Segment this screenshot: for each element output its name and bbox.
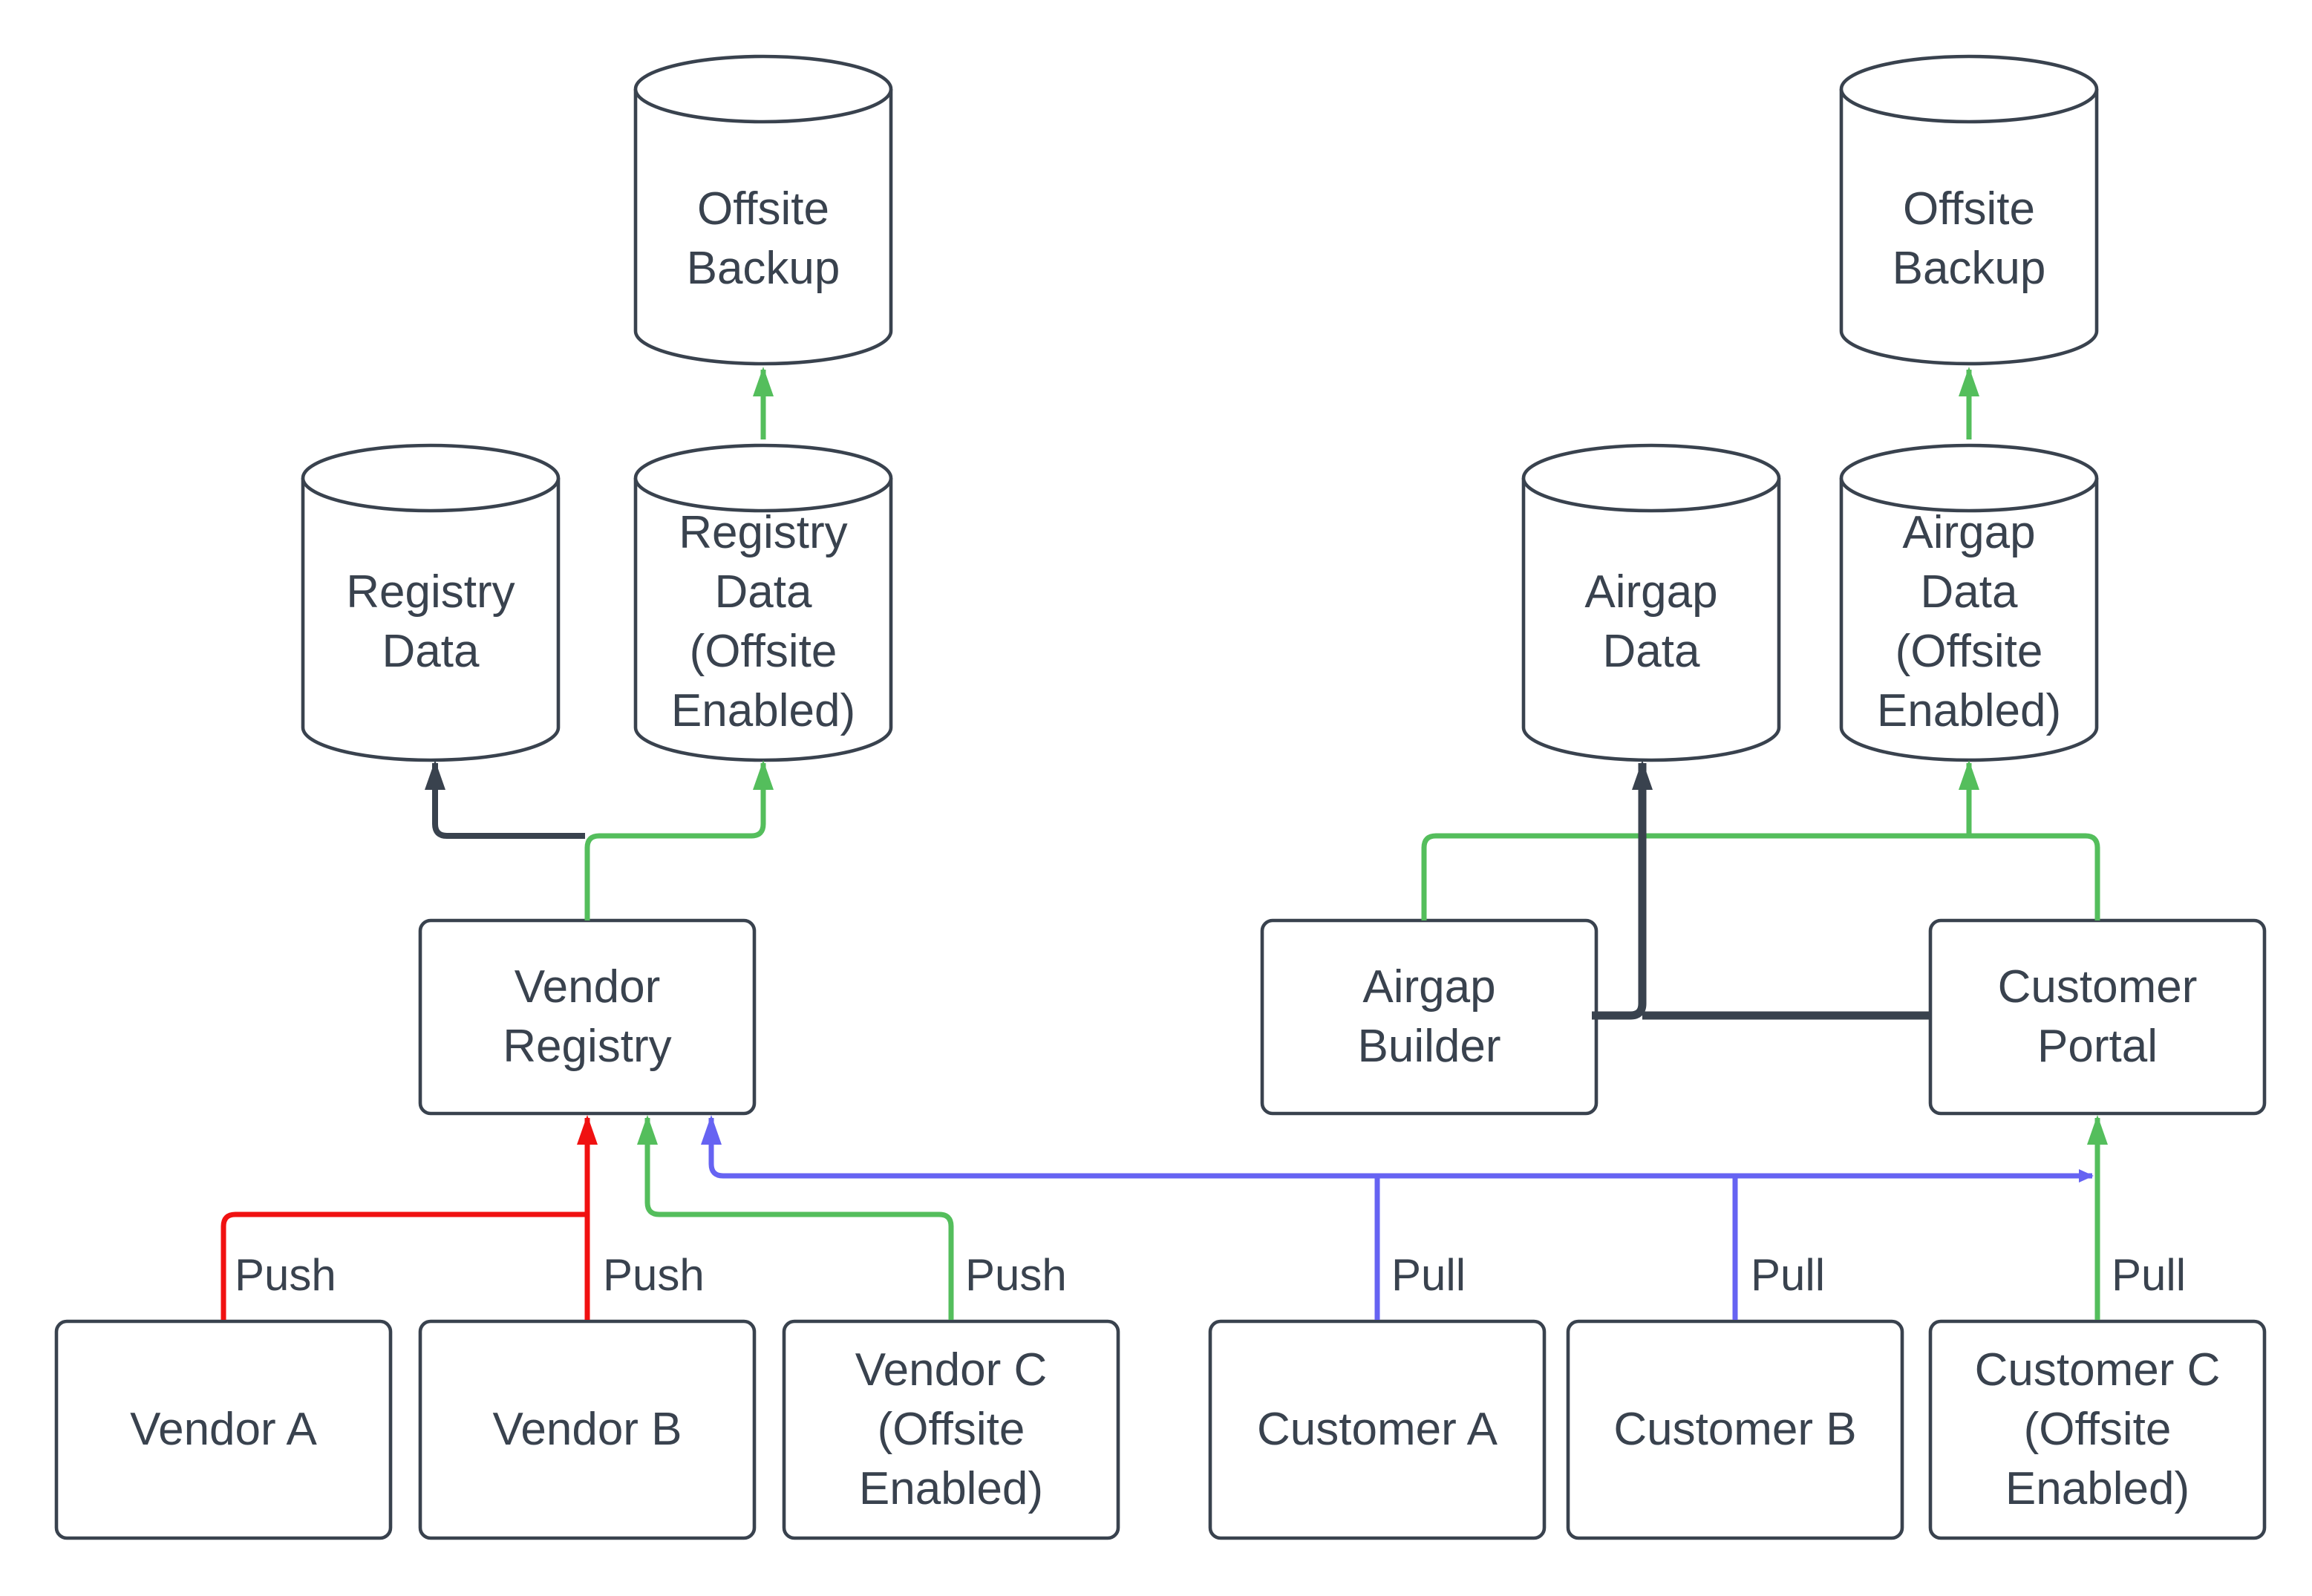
- registry-data-cylinder: [301, 478, 561, 762]
- customer-a-box: [1208, 1319, 1547, 1540]
- edge-airgap-builder-to-airgap-data: [1592, 760, 1653, 1020]
- edge-vendor-a-push: [221, 1211, 585, 1320]
- edge-airgap-builder-customer-portal-bus: [1421, 833, 2100, 920]
- edge-vendor-registry-to-registry-data: [425, 760, 585, 839]
- registry-data-offsite-cylinder: [633, 478, 893, 762]
- registry-data-cylinder-top: [301, 443, 561, 513]
- offsite-backup-left-cylinder-top: [633, 54, 893, 124]
- node-registry-data: [301, 443, 561, 762]
- airgap-data-cylinder-top: [1521, 443, 1781, 513]
- vendor-registry-box: [418, 918, 757, 1116]
- node-registry-data-offsite: [633, 443, 893, 762]
- edge-vendor-registry-to-registry-data-offsite: [584, 760, 774, 920]
- vendor-c-box: [782, 1319, 1120, 1540]
- customer-b-box: [1566, 1319, 1904, 1540]
- edge-pull-bus-to-vendor-registry: [701, 1115, 2079, 1179]
- airgap-data-cylinder: [1521, 478, 1781, 762]
- offsite-backup-right-cylinder: [1839, 89, 2099, 366]
- airgap-builder-box: [1260, 918, 1599, 1116]
- vendor-a-box: [54, 1319, 393, 1540]
- registry-data-offsite-cylinder-top: [633, 443, 893, 513]
- node-airgap-data-offsite: [1839, 443, 2099, 762]
- node-offsite-backup-left: [633, 54, 893, 366]
- airgap-data-offsite-cylinder: [1839, 478, 2099, 762]
- node-offsite-backup-right: [1839, 54, 2099, 366]
- offsite-backup-right-cylinder-top: [1839, 54, 2099, 124]
- node-airgap-data: [1521, 443, 1781, 762]
- edge-vendor-c-push: [637, 1115, 954, 1320]
- offsite-backup-left-cylinder: [633, 89, 893, 366]
- airgap-data-offsite-cylinder-top: [1839, 443, 2099, 513]
- vendor-b-box: [418, 1319, 757, 1540]
- customer-c-box: [1928, 1319, 2267, 1540]
- customer-portal-box: [1928, 918, 2267, 1116]
